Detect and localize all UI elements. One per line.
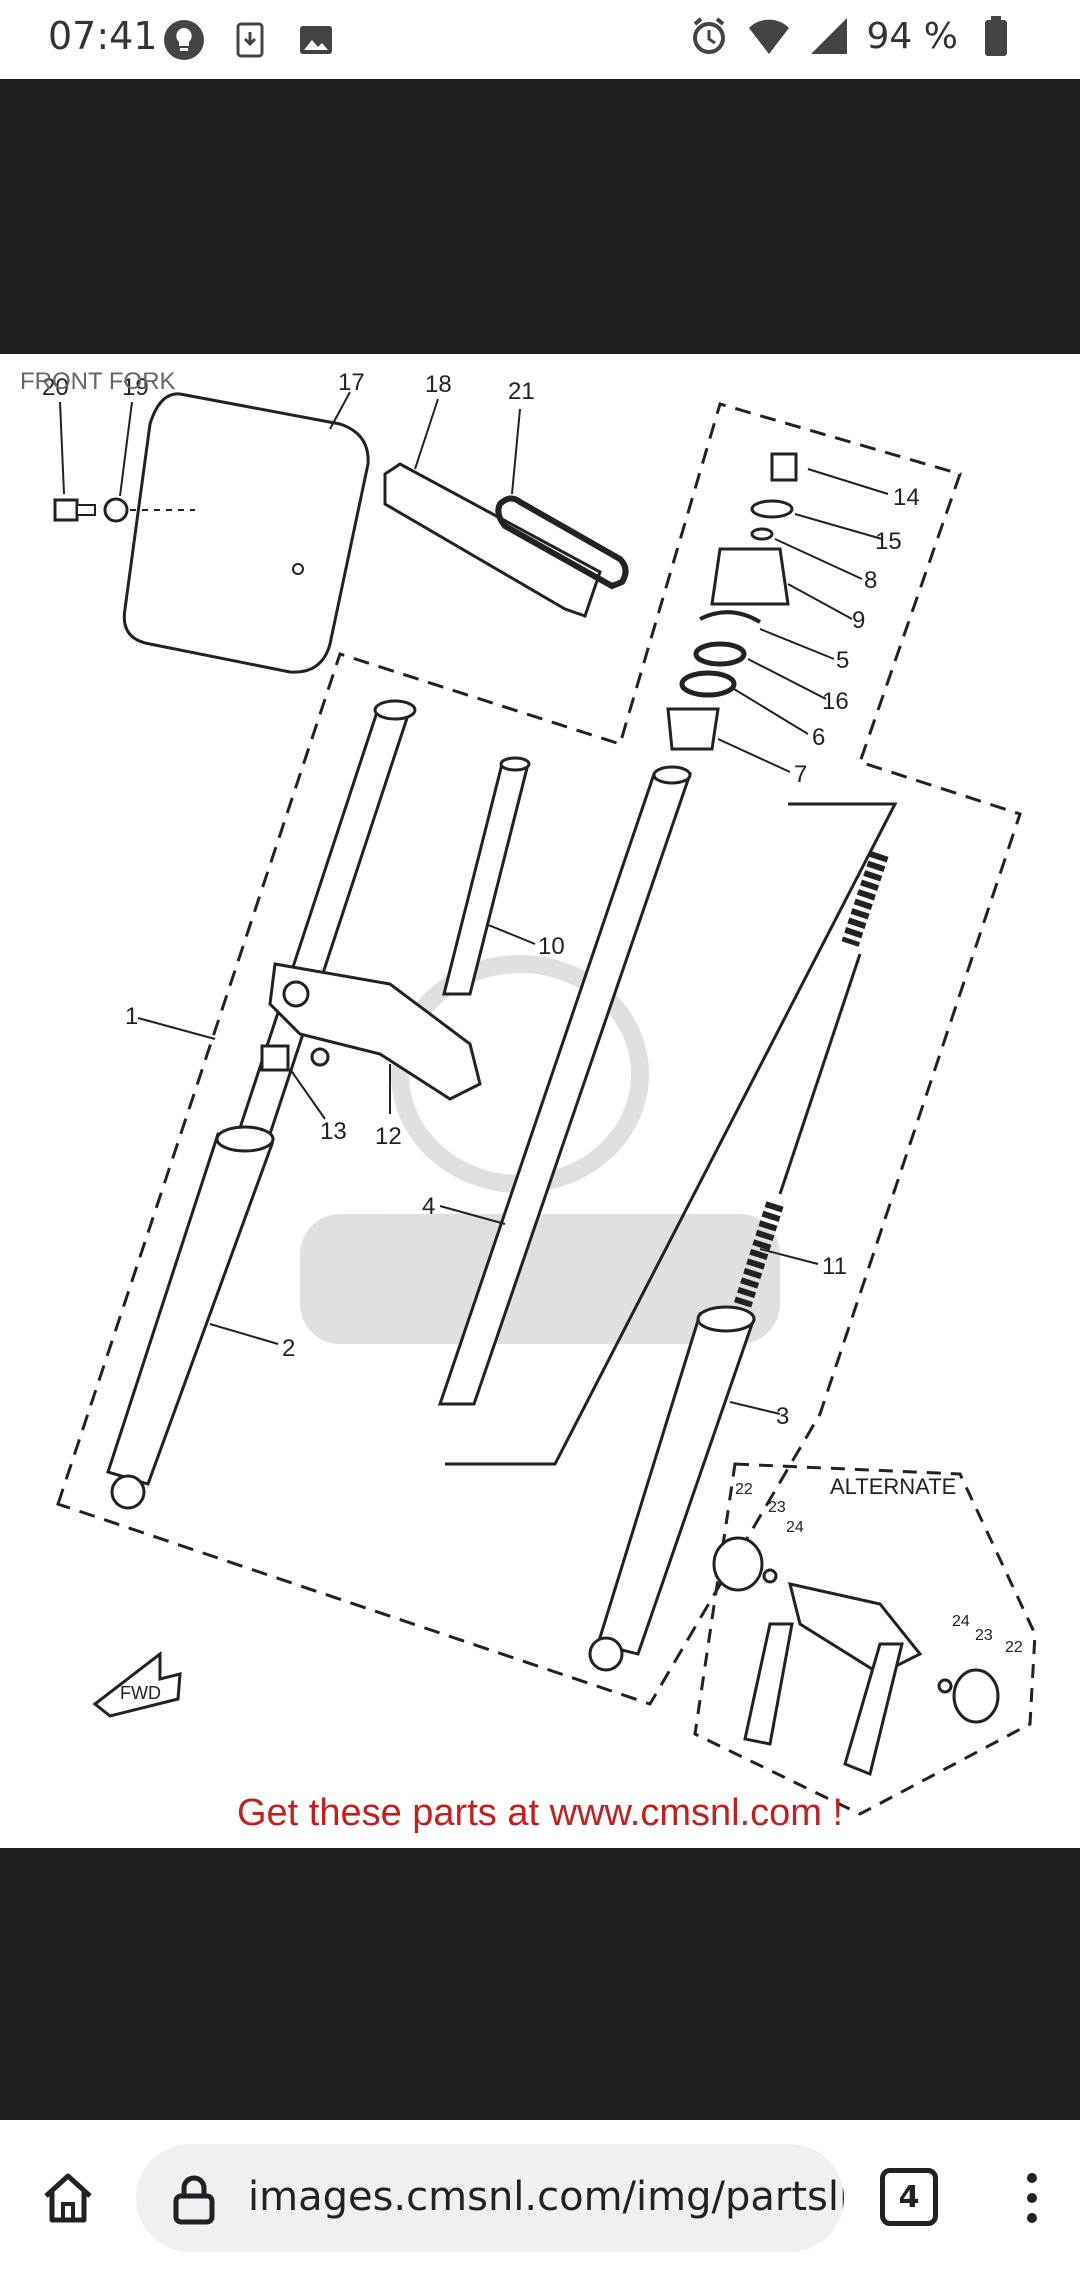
home-button[interactable] xyxy=(30,2160,106,2236)
menu-dot-icon xyxy=(1027,2173,1037,2183)
label-13: 13 xyxy=(320,1118,347,1145)
status-system-icons: 94 % xyxy=(687,14,1018,58)
label-15: 15 xyxy=(875,528,902,555)
bulb-notification-icon xyxy=(162,18,206,62)
label-24-right: 24 xyxy=(952,1613,970,1630)
alternate-label: ALTERNATE xyxy=(830,1474,956,1499)
label-7: 7 xyxy=(794,761,807,788)
alternate-outline xyxy=(693,1462,1037,1816)
label-5: 5 xyxy=(836,647,849,674)
label-22-right: 22 xyxy=(1005,1639,1023,1656)
label-24: 24 xyxy=(786,1519,804,1536)
status-time: 07:41 xyxy=(48,14,158,58)
status-notification-icons xyxy=(162,18,338,62)
label-19: 19 xyxy=(122,374,149,401)
fork-assembly-outline xyxy=(56,402,1022,1706)
label-21: 21 xyxy=(508,378,535,405)
battery-percentage: 94 % xyxy=(866,15,958,57)
fwd-arrow: FWD xyxy=(92,1650,182,1718)
menu-dot-icon xyxy=(1027,2213,1037,2223)
address-bar[interactable]: images.cmsnl.com/img/partslist xyxy=(136,2144,844,2252)
label-3: 3 xyxy=(776,1403,789,1430)
fork-leg-right xyxy=(588,1305,756,1672)
bolt-20 xyxy=(53,498,96,522)
label-2: 2 xyxy=(282,1335,295,1362)
band-21 xyxy=(495,495,629,590)
lower-bracket xyxy=(268,962,482,1101)
number-plate xyxy=(122,392,370,674)
browser-toolbar: images.cmsnl.com/img/partslist 4 xyxy=(0,2120,1080,2280)
overflow-menu-button[interactable] xyxy=(1002,2160,1062,2236)
label-4: 4 xyxy=(422,1193,435,1220)
label-22: 22 xyxy=(735,1481,753,1498)
label-23-right: 23 xyxy=(975,1627,993,1644)
label-23: 23 xyxy=(768,1499,786,1516)
stem-parts xyxy=(666,452,798,751)
leader-lines xyxy=(59,391,889,1415)
lock-icon xyxy=(173,2175,215,2225)
washer-19 xyxy=(103,497,129,523)
promo-text: Get these parts at www.cmsnl.com ! xyxy=(236,1792,844,1834)
home-icon xyxy=(44,2173,92,2223)
label-12: 12 xyxy=(375,1123,402,1150)
menu-dot-icon xyxy=(1027,2193,1037,2203)
url-text: images.cmsnl.com/img/partslist xyxy=(248,2174,844,2220)
alarm-icon xyxy=(687,14,731,58)
image-viewer-background-top xyxy=(0,79,1080,354)
svg-text:FWD: FWD xyxy=(120,1683,161,1703)
label-20: 20 xyxy=(42,374,69,401)
label-8: 8 xyxy=(864,567,877,594)
signal-icon xyxy=(807,14,851,58)
alternate-parts xyxy=(712,1536,1000,1777)
label-1: 1 xyxy=(125,1003,138,1030)
status-bar: 07:41 94 % xyxy=(0,0,1080,79)
image-viewer-background-bottom xyxy=(0,1848,1080,2120)
parts-diagram-image[interactable]: FWD 20 19 17 xyxy=(0,354,1080,1848)
label-14: 14 xyxy=(893,484,920,511)
tab-switcher-button[interactable]: 4 xyxy=(880,2168,938,2226)
fork-leg-left xyxy=(106,699,417,1510)
image-icon xyxy=(294,18,338,62)
inner-tube xyxy=(437,756,898,1466)
label-10: 10 xyxy=(538,933,565,960)
diagram-caption: FRONT FORK xyxy=(20,368,176,395)
download-icon xyxy=(228,18,272,62)
label-18: 18 xyxy=(425,371,452,398)
label-16: 16 xyxy=(822,688,849,715)
label-17: 17 xyxy=(338,369,365,396)
label-9: 9 xyxy=(852,607,865,634)
battery-icon xyxy=(974,14,1018,58)
bracket-18 xyxy=(383,462,602,618)
wifi-icon xyxy=(747,14,791,58)
front-fork-diagram: FWD 20 19 17 xyxy=(42,369,1037,1816)
spring-11 xyxy=(721,851,889,1347)
label-6: 6 xyxy=(812,724,825,751)
label-11: 11 xyxy=(822,1253,847,1280)
bolt-13 xyxy=(260,1044,290,1072)
